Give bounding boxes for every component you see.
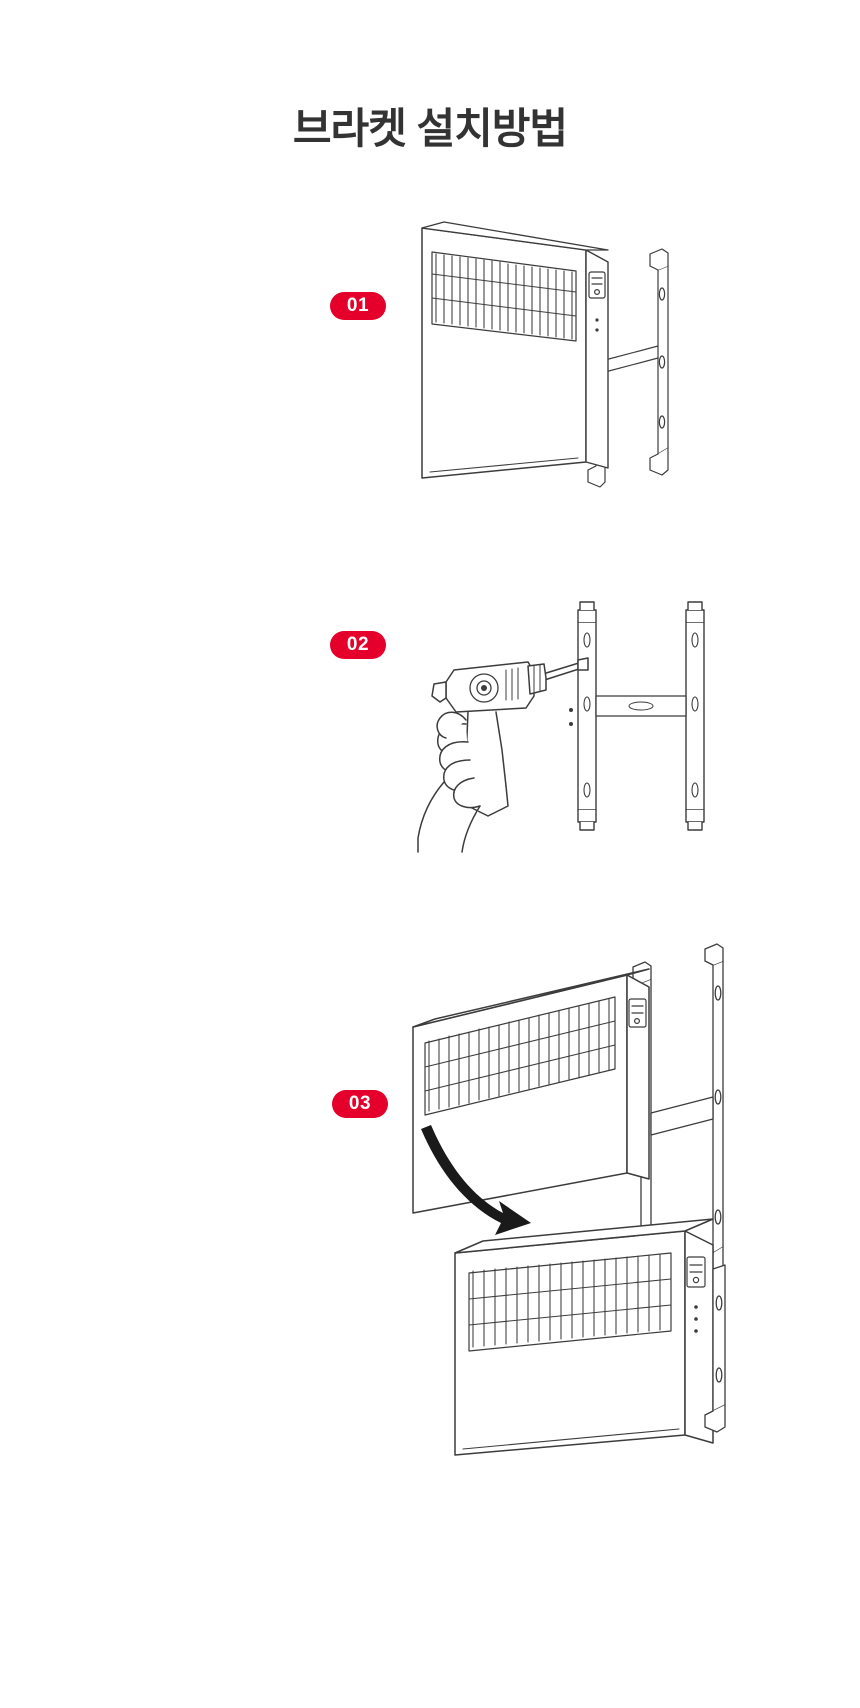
- step-badge-01: 01: [330, 292, 386, 320]
- step-badge-03: 03: [332, 1090, 388, 1118]
- illustration-step-03: [395, 935, 815, 1495]
- illustration-step-02: [410, 600, 750, 870]
- step-badge-02: 02: [330, 631, 386, 659]
- page-title: 브라켓 설치방법: [292, 105, 568, 152]
- illustration-step-01: [400, 210, 740, 530]
